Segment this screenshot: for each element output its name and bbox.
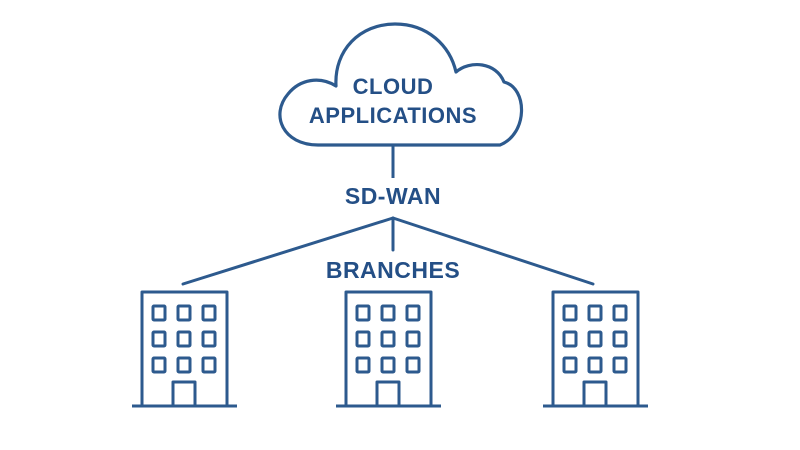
connector-right	[391, 216, 595, 286]
building-door	[171, 380, 197, 408]
building-door	[375, 380, 401, 408]
branch-buildings	[132, 290, 648, 408]
office-building-icon	[132, 290, 237, 408]
office-building-icon	[336, 290, 441, 408]
building-door	[582, 380, 608, 408]
cloud-icon	[278, 22, 524, 147]
connector-left	[181, 216, 395, 286]
sdwan-label: SD-WAN	[345, 183, 441, 209]
cloud-label-line2: APPLICATIONS	[309, 103, 477, 128]
cloud-label-line1: CLOUD	[353, 74, 434, 99]
office-building-icon	[543, 290, 648, 408]
branches-label: BRANCHES	[326, 257, 460, 283]
branch-connector-lines	[181, 216, 595, 286]
